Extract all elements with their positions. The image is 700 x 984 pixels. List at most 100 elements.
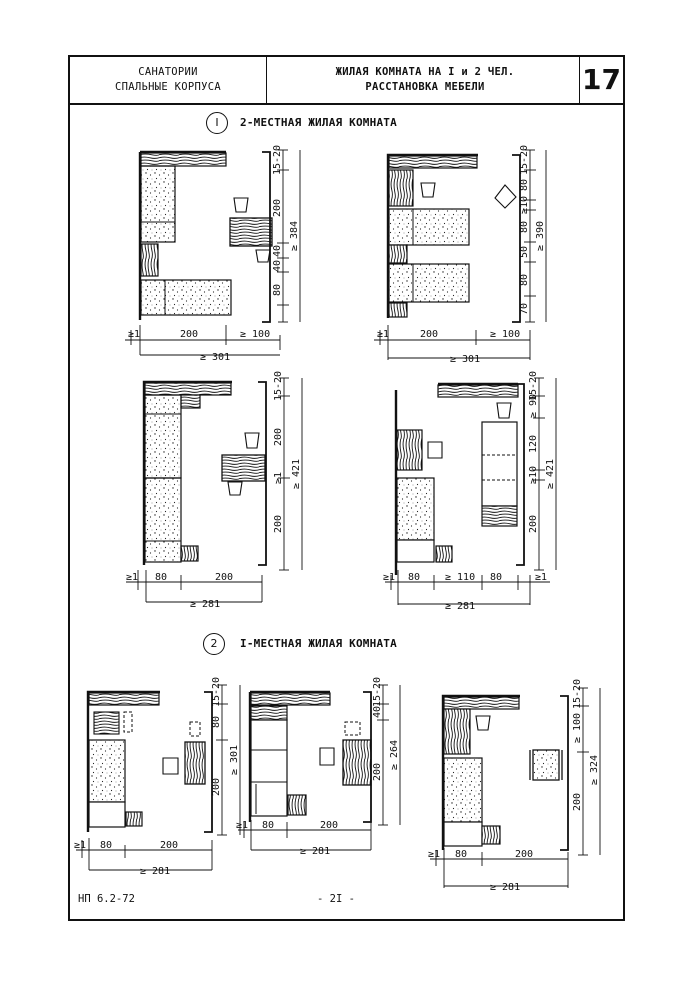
nightstand	[481, 825, 501, 845]
dimension-label: 80	[211, 716, 222, 728]
dimension-label: ≥ 100	[572, 713, 583, 743]
section-1-title: 2-МЕСТНАЯ ЖИЛАЯ КОМНАТА	[240, 116, 397, 129]
dimension-label: ≥10	[528, 466, 539, 484]
chair	[255, 249, 271, 263]
dimension-label: ≥ 421	[545, 459, 556, 489]
dimension-label: 200	[180, 329, 198, 340]
dimension-label: ≥ 100	[240, 329, 270, 340]
dimension-label: 15-20	[572, 679, 583, 709]
armchair	[532, 749, 560, 781]
dimension-label: ≥ 324	[589, 755, 600, 785]
title-block-left: САНАТОРИИ СПАЛЬНЫЕ КОРПУСА	[70, 57, 267, 103]
dimension-label: 200	[320, 820, 338, 831]
dimension-label: 70	[519, 303, 530, 315]
dimension-label: 80	[272, 284, 283, 296]
sheet-subtitle: РАССТАНОВКА МЕБЕЛИ	[365, 81, 485, 93]
bed	[388, 208, 470, 246]
dimension-label: 200	[515, 849, 533, 860]
dimension-label: ≥1	[377, 329, 389, 340]
dimension-label: 200	[420, 329, 438, 340]
dimension-label: 200	[528, 515, 539, 533]
chair	[319, 747, 335, 766]
dimension-label: 40	[372, 706, 383, 718]
table	[396, 429, 423, 471]
chair	[244, 432, 260, 449]
dimension-label: 40	[272, 260, 283, 272]
dimension-label: ≥1	[273, 472, 284, 484]
wardrobe	[443, 696, 520, 710]
bed	[388, 263, 470, 303]
nightstand	[388, 302, 408, 318]
dimension-label: 200	[215, 572, 233, 583]
dimension-label: 200	[372, 763, 383, 781]
document-code: НП 6.2-72	[78, 893, 135, 905]
dimension-label: ≥ 421	[291, 459, 302, 489]
dimension-label: 15-20	[273, 371, 284, 401]
dimension-label: ≥ 100	[490, 329, 520, 340]
dimension-label: ≥1	[535, 572, 547, 583]
dimension-label: 15-20	[528, 371, 539, 401]
dimension-label: ≥ 110	[445, 572, 475, 583]
wardrobe	[388, 155, 478, 169]
nightstand	[125, 811, 143, 827]
chair	[162, 757, 179, 775]
dimension-label: 80	[519, 274, 530, 286]
dimension-label: 15-20	[272, 145, 283, 175]
dimension-label: 80	[262, 820, 274, 831]
plan-7	[430, 687, 601, 888]
dimension-label: ≥ 384	[289, 221, 300, 251]
sheet-title: ЖИЛАЯ КОМНАТА НА I и 2 ЧЕЛ.	[335, 66, 515, 78]
wardrobe	[443, 708, 471, 755]
wardrobe	[437, 384, 519, 398]
bed	[144, 477, 182, 563]
plan-4	[385, 377, 557, 605]
dimension-label: ≥1	[126, 572, 138, 583]
chair	[233, 197, 249, 213]
chair	[420, 182, 436, 198]
dimension-label: ≥ 301	[229, 745, 240, 775]
armchair	[494, 184, 517, 209]
dimension-label: 50	[519, 246, 530, 258]
chair	[475, 715, 491, 731]
wardrobe	[388, 169, 414, 207]
dimension-label: ≥ 281	[445, 601, 475, 612]
dimension-label: 200	[272, 199, 283, 217]
dimension-label: ≥ 281	[490, 882, 520, 893]
dimension-label: 15-20	[519, 145, 530, 175]
nightstand	[435, 545, 453, 563]
dimension-label: ≥ 281	[140, 866, 170, 877]
dimension-label: 15-20	[372, 677, 383, 707]
dimension-label: ≥10	[519, 196, 530, 214]
wardrobe	[88, 692, 160, 706]
plan-5	[76, 684, 241, 871]
nightstand	[140, 243, 159, 277]
dimension-label: ≥ 90	[528, 394, 539, 418]
sofa-bed	[250, 719, 288, 817]
dimension-label: ≥ 390	[535, 221, 546, 251]
plan-2	[374, 149, 547, 360]
dimension-label: 80	[155, 572, 167, 583]
drawing-sheet: САНАТОРИИ СПАЛЬНЫЕ КОРПУСА ЖИЛАЯ КОМНАТА…	[68, 55, 625, 921]
table	[229, 217, 273, 247]
plan-6	[238, 684, 401, 851]
building-type: СПАЛЬНЫЕ КОРПУСА	[115, 81, 221, 93]
table	[342, 739, 372, 786]
dimension-label: 15-20	[211, 677, 222, 707]
dimension-label: 200	[160, 840, 178, 851]
title-block-center: ЖИЛАЯ КОМНАТА НА I и 2 ЧЕЛ. РАССТАНОВКА …	[267, 57, 583, 103]
section-2-number: 2	[203, 633, 225, 655]
dimension-label: ≥1	[128, 329, 140, 340]
bed	[88, 739, 126, 803]
plan-3	[126, 377, 303, 603]
chair	[427, 441, 443, 459]
dimension-label: 80	[490, 572, 502, 583]
bed	[140, 165, 176, 243]
dimension-label: ≥ 264	[389, 740, 400, 770]
table	[221, 454, 266, 482]
dimension-label: ≥1	[74, 840, 86, 851]
dimension-label: 120	[528, 435, 539, 453]
dimension-label: 200	[572, 793, 583, 811]
chair	[227, 481, 243, 496]
dimension-label: ≥ 281	[190, 599, 220, 610]
